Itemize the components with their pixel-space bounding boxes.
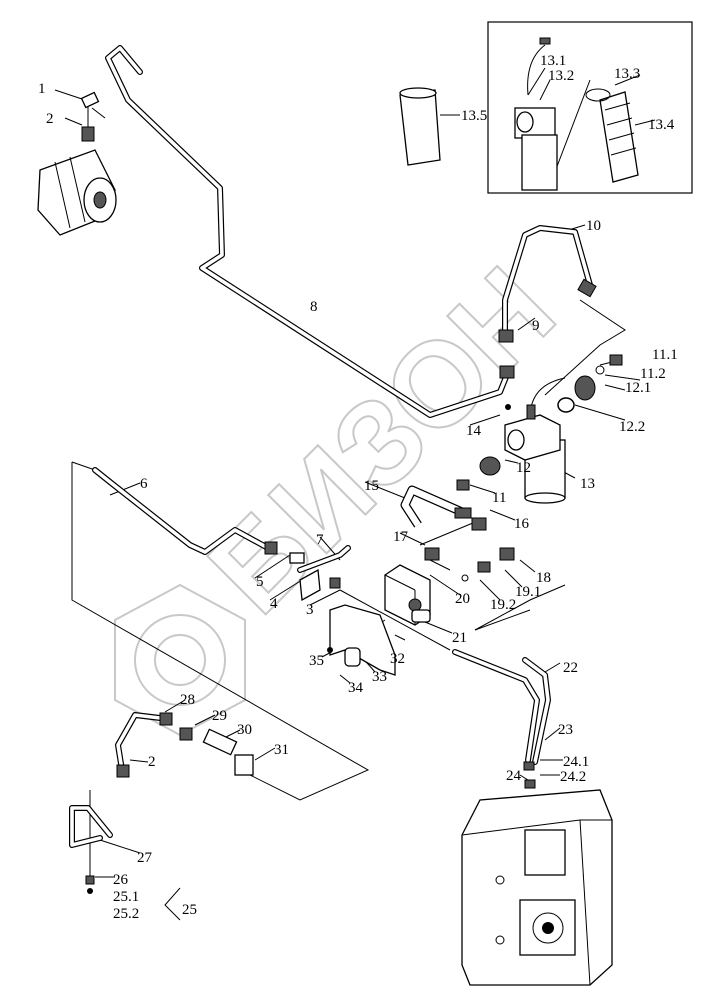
callout-13-2: 13.2 [548,68,574,84]
bracket-33 [327,559,451,676]
callout-2: 2 [46,111,54,127]
pipe-10 [502,225,593,338]
callout-24-2: 24.2 [560,769,586,785]
callout-10: 10 [586,218,601,234]
callout-13-4: 13.4 [648,117,675,133]
callout-22: 22 [563,660,578,676]
callout-24-1: 24.1 [563,754,589,770]
callout-19-2: 19.2 [490,597,516,613]
callout-13-3: 13.3 [614,66,640,82]
gearbox-housing [461,789,613,986]
callout-11-1: 11.1 [652,347,678,363]
fitting-1 [80,91,100,109]
fitting-2 [81,126,95,142]
pipe-22 [452,649,551,765]
callout-21: 21 [452,630,467,646]
callout-25-2: 25.2 [113,906,139,922]
callout-11: 11 [492,490,506,506]
callout-12-2: 12.2 [619,419,645,435]
callout-8: 8 [310,299,318,315]
callout-9: 9 [532,318,540,334]
tee-fitting-30-31 [202,728,254,776]
callout-1: 1 [38,81,46,97]
callout-7: 7 [316,532,324,548]
valve-block-21 [384,564,431,626]
callout-31: 31 [274,742,289,758]
callout-35: 35 [309,653,324,669]
callout-13-1: 13.1 [540,53,566,69]
pipe-8 [105,45,511,418]
fittings-group [85,278,623,894]
pipe-27 [69,805,113,848]
inset-frame [487,21,693,194]
callout-19-1: 19.1 [515,584,541,600]
hose-15 [400,485,464,528]
callout-15: 15 [364,478,379,494]
callout-3: 3 [306,602,314,618]
callout-4: 4 [270,596,278,612]
callout-30: 30 [237,722,252,738]
callout-33: 33 [372,669,387,685]
sleeve-13-5 [399,87,441,166]
pipe-28 [115,712,163,773]
callout-13-5: 13.5 [461,108,487,124]
callout-17: 17 [393,529,409,545]
callout-25-1: 25.1 [113,889,139,905]
callout-26: 26 [113,872,129,888]
callout-18: 18 [536,570,551,586]
hydraulic-pump [37,149,117,236]
callout-12-1: 12.1 [625,380,651,396]
callout-24: 24 [506,768,522,784]
callout-6: 6 [140,476,148,492]
callout-11-2: 11.2 [640,366,666,382]
pipe-6 [92,467,271,555]
callout-14: 14 [466,423,482,439]
callout-16: 16 [514,516,530,532]
filter-13 [504,377,566,504]
callout-25: 25 [182,902,197,918]
callout-13: 13 [580,476,595,492]
callout-32: 32 [390,651,405,667]
callout-5: 5 [256,574,264,590]
pipe-7 [297,545,351,573]
callout-28: 28 [180,692,195,708]
callout-2: 2 [148,754,156,770]
filter-housing-13-2 [514,37,558,191]
filter-element-13-4 [599,91,639,183]
bracket-4 [299,568,321,602]
callout-23: 23 [558,722,573,738]
callout-27: 27 [137,850,153,866]
callout-20: 20 [455,591,470,607]
callout-29: 29 [212,708,227,724]
callout-12: 12 [516,460,531,476]
o-ring-13-3 [585,88,611,102]
callout-34: 34 [348,680,364,696]
